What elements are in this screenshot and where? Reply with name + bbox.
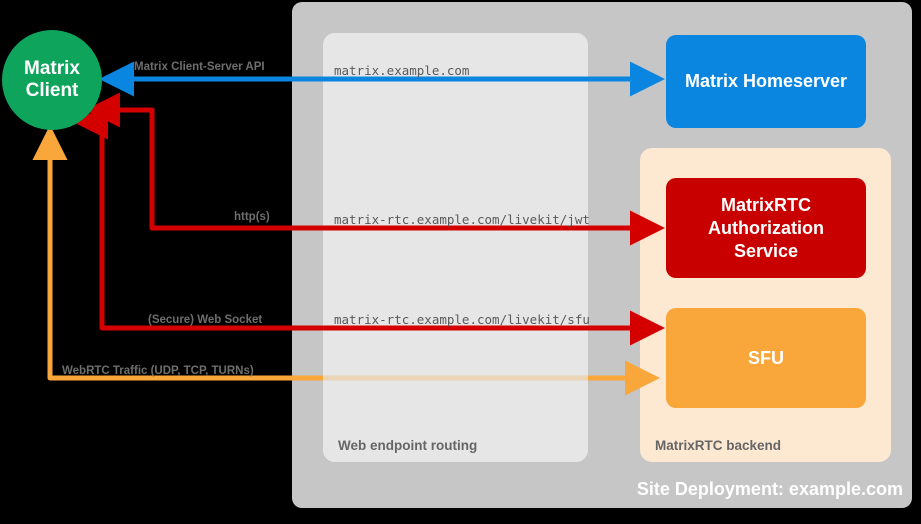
matrixrtc-authorization-service-node[interactable] <box>666 178 866 278</box>
sfu-node[interactable] <box>666 308 866 408</box>
matrix-client-node[interactable] <box>2 30 102 130</box>
flow-label-webrtc: WebRTC Traffic (UDP, TCP, TURNs) <box>62 365 254 377</box>
site-deployment-caption: Site Deployment: example.com <box>636 479 903 499</box>
flow-label-client-server-api: Matrix Client-Server API <box>134 61 265 73</box>
matrixrtc-backend-caption: MatrixRTC backend <box>655 438 782 453</box>
flow-label-http: http(s) <box>234 211 270 223</box>
endpoint-label-sfu: matrix-rtc.example.com/livekit/sfu <box>334 312 590 327</box>
flow-sfu-websocket <box>73 104 665 346</box>
endpoint-label-jwt: matrix-rtc.example.com/livekit/jwt <box>334 212 590 227</box>
endpoint-label-matrix: matrix.example.com <box>334 63 470 78</box>
flow-label-websocket: (Secure) Web Socket <box>148 314 263 326</box>
web-endpoint-routing-caption: Web endpoint routing <box>338 438 478 453</box>
matrix-homeserver-node[interactable] <box>666 35 866 128</box>
routing-panel-overlay <box>323 33 588 462</box>
